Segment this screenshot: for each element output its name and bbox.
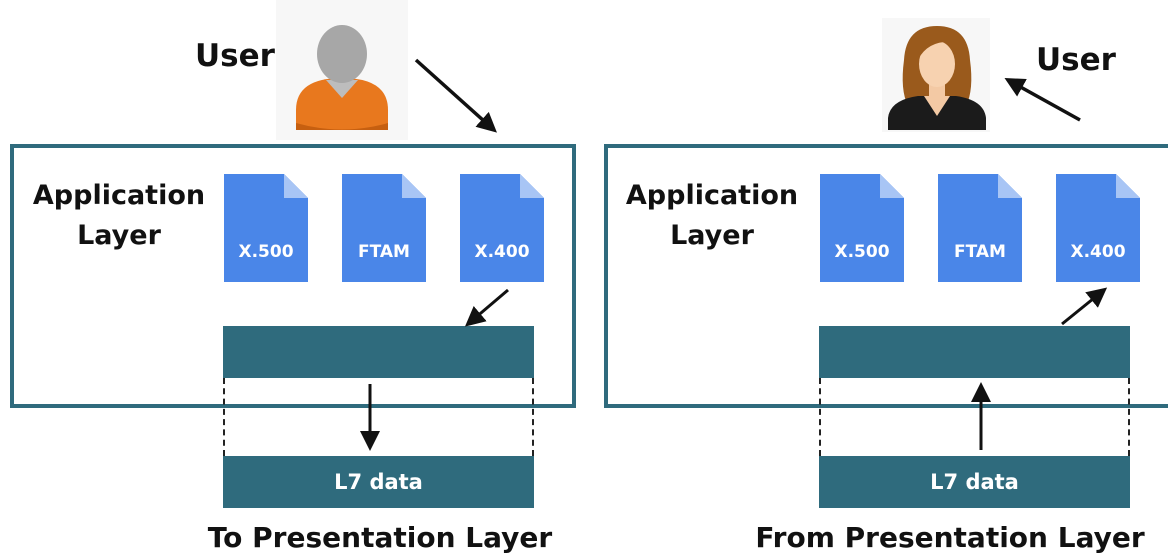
right-app-label-line1: Application bbox=[625, 180, 799, 211]
user-female-icon bbox=[884, 20, 990, 130]
right-application-layer-box bbox=[604, 144, 1168, 408]
arrow-icon bbox=[464, 288, 509, 327]
document-icon: X.500 bbox=[224, 174, 308, 282]
right-caption: From Presentation Layer bbox=[755, 521, 1145, 554]
left-doc-label-x400: X.400 bbox=[474, 242, 530, 262]
right-dashed-line bbox=[1128, 378, 1130, 456]
right-app-label-line2: Layer bbox=[670, 220, 754, 251]
left-caption: To Presentation Layer bbox=[207, 521, 553, 554]
left-application-layer-box bbox=[10, 144, 576, 408]
arrow-icon bbox=[1004, 78, 1081, 122]
document-icon: FTAM bbox=[342, 174, 426, 282]
left-app-label-line2: Layer bbox=[77, 220, 161, 251]
left-doc-label-x500: X.500 bbox=[238, 242, 294, 262]
document-icon: X.400 bbox=[460, 174, 544, 282]
right-doc-label-x500: X.500 bbox=[834, 242, 890, 262]
left-application-bar bbox=[223, 326, 534, 378]
right-l7-data-bar: L7 data bbox=[819, 456, 1130, 508]
right-doc-label-ftam: FTAM bbox=[954, 242, 1006, 262]
right-application-layer-label: Application Layer bbox=[612, 176, 812, 256]
left-l7-data-bar: L7 data bbox=[223, 456, 534, 508]
left-user-label: User bbox=[195, 38, 275, 74]
left-doc-label-ftam: FTAM bbox=[358, 242, 410, 262]
user-male-icon bbox=[288, 18, 396, 130]
document-icon: X.500 bbox=[820, 174, 904, 282]
arrow-icon bbox=[1061, 287, 1108, 326]
right-application-bar bbox=[819, 326, 1130, 378]
document-icon: X.400 bbox=[1056, 174, 1140, 282]
right-user-label: User bbox=[1036, 42, 1116, 78]
left-app-label-line1: Application bbox=[32, 180, 206, 211]
left-dashed-line bbox=[223, 378, 225, 456]
left-application-layer-label: Application Layer bbox=[28, 176, 210, 256]
arrow-icon bbox=[414, 58, 497, 133]
right-doc-label-x400: X.400 bbox=[1070, 242, 1126, 262]
document-icon: FTAM bbox=[938, 174, 1022, 282]
right-dashed-line bbox=[819, 378, 821, 456]
left-dashed-line bbox=[532, 378, 534, 456]
